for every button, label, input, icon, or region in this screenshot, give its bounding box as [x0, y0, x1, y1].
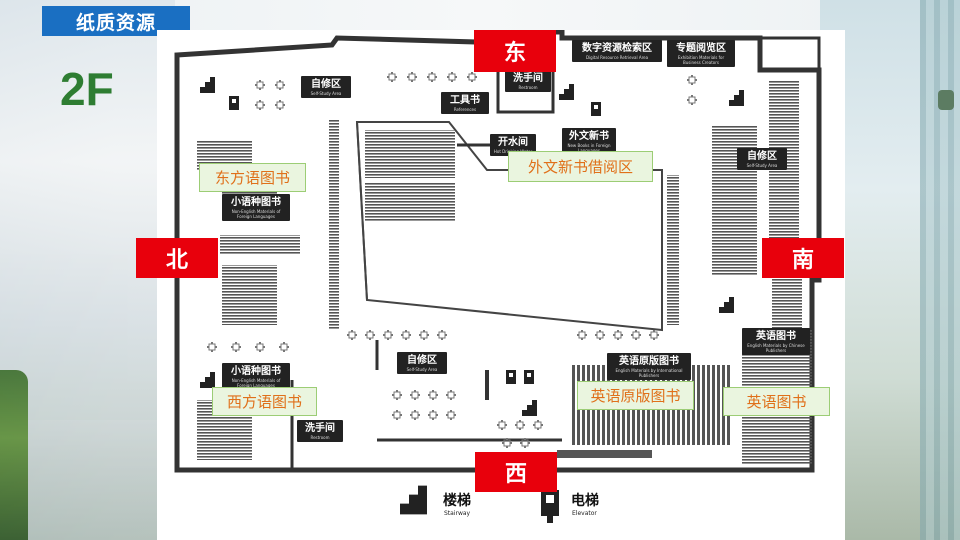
note-eastern-languages: 东方语图书 [199, 163, 306, 192]
elevator-icon [591, 102, 601, 116]
legend-elevator-en: Elevator [572, 510, 597, 517]
direction-west: 西 [475, 452, 557, 492]
stairs-icon [522, 400, 537, 416]
stairs-icon [729, 90, 744, 106]
legend-stairway-en: Stairway [444, 510, 471, 517]
stairs-icon [400, 485, 427, 515]
stairs-icon [719, 297, 734, 313]
direction-south: 南 [762, 238, 844, 278]
background-glass [920, 0, 960, 540]
note-new-foreign-books-area: 外文新书借阅区 [508, 151, 653, 182]
note-english-books: 英语图书 [723, 387, 830, 416]
note-english-original: 英语原版图书 [577, 381, 694, 410]
legend-stairway-label: 楼梯 [443, 493, 471, 509]
elevator-icon [229, 96, 239, 110]
floor-label: 2F [60, 63, 114, 115]
note-western-languages: 西方语图书 [212, 387, 317, 416]
legend-elevator-label: 电梯 [571, 493, 599, 509]
elevator-icon [506, 370, 534, 384]
background-person [938, 90, 954, 110]
background-floor [0, 420, 175, 540]
direction-north: 北 [136, 238, 218, 278]
direction-east: 东 [474, 30, 556, 72]
elevator-icon [541, 490, 559, 523]
stairs-icon [200, 77, 215, 93]
stairs-icon [559, 84, 574, 100]
background-plant [0, 370, 28, 540]
stairs-icon [200, 372, 215, 388]
